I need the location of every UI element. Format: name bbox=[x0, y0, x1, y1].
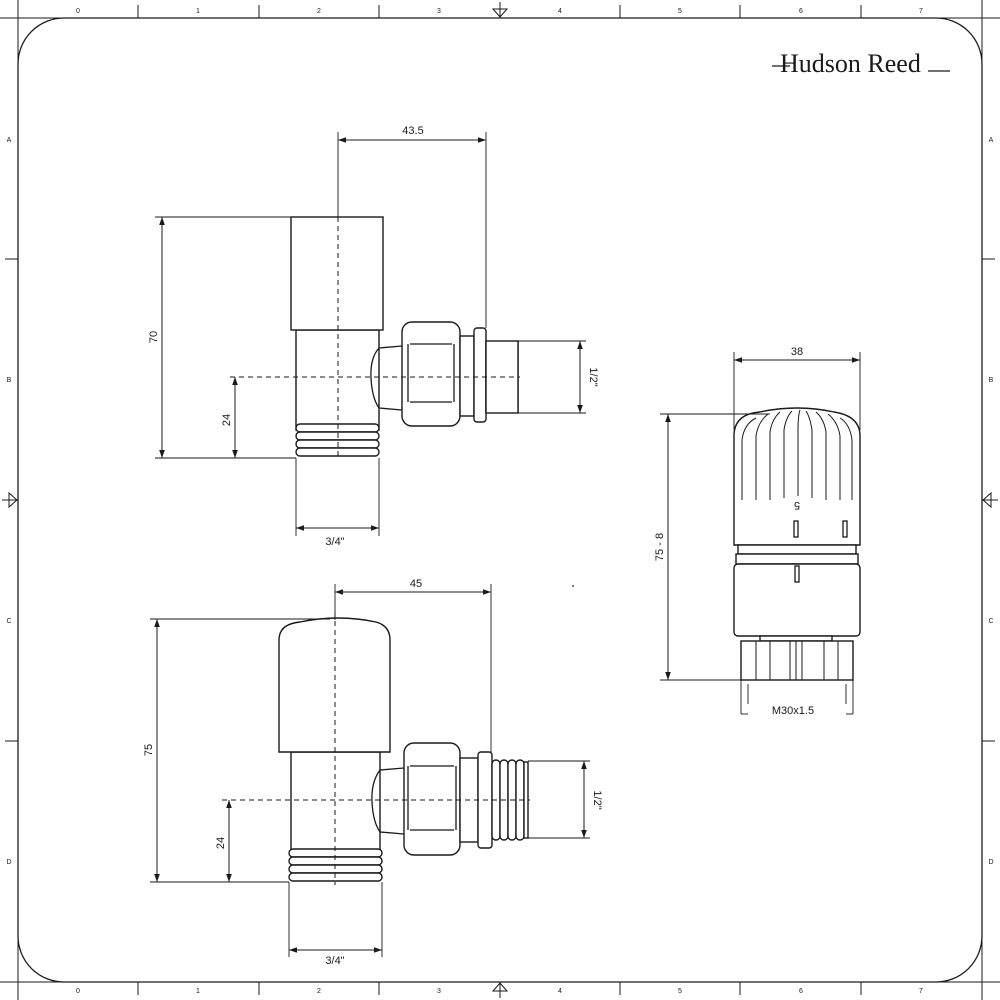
valve-top-collar bbox=[473, 327, 487, 423]
brand-name: Hudson Reed bbox=[780, 49, 921, 78]
thermostatic-head-ribs bbox=[741, 409, 853, 500]
row-label-b-right: B bbox=[989, 377, 994, 384]
valve-bottom bbox=[222, 612, 530, 885]
valve-top-inlet-label: 3/4" bbox=[325, 536, 344, 548]
head-width-label: 38 bbox=[791, 346, 803, 358]
valve-bottom-dimensions: 45 75 24 3/4" 1/2" bbox=[143, 578, 603, 967]
dial-indicator-right bbox=[842, 520, 848, 538]
col-label-4: 4 bbox=[558, 8, 562, 15]
col-label-1-bottom: 1 bbox=[196, 988, 200, 995]
valve-top-offset-label: 24 bbox=[221, 414, 233, 426]
brand-logo: Hudson Reed bbox=[772, 49, 950, 78]
valve-top-hex-nut bbox=[401, 321, 461, 427]
centre-mark-top bbox=[491, 2, 509, 18]
col-label-7: 7 bbox=[919, 8, 923, 15]
valve-bottom-offset-label: 24 bbox=[215, 837, 227, 849]
row-label-b: B bbox=[7, 377, 12, 384]
dial-indicator-left bbox=[793, 520, 799, 538]
valve-top-height-label: 70 bbox=[148, 331, 160, 343]
col-label-6: 6 bbox=[799, 8, 803, 15]
head-height-label: 75 - 8 bbox=[654, 533, 666, 561]
col-label-3-bottom: 3 bbox=[437, 988, 441, 995]
valve-bottom-outlet-label: 1/2" bbox=[591, 790, 603, 809]
head-thread-label: M30x1.5 bbox=[772, 705, 814, 717]
row-label-c-right: C bbox=[988, 618, 993, 625]
valve-bottom-hex-nut bbox=[403, 742, 461, 856]
col-label-4-bottom: 4 bbox=[558, 988, 562, 995]
row-label-a-right: A bbox=[989, 137, 994, 144]
valve-top-width-label: 43.5 bbox=[402, 125, 423, 137]
thermostatic-head-body bbox=[733, 563, 861, 637]
thermostatic-head-nut bbox=[740, 640, 854, 681]
col-label-2: 2 bbox=[317, 8, 321, 15]
col-label-0: 0 bbox=[76, 8, 80, 15]
col-label-7-bottom: 7 bbox=[919, 988, 923, 995]
valve-bottom-inlet-label: 3/4" bbox=[325, 955, 344, 967]
thermostatic-head: 5 bbox=[733, 407, 861, 681]
thermostatic-head-dome bbox=[733, 407, 861, 546]
valve-bottom-outlet bbox=[523, 761, 529, 839]
body-indicator bbox=[794, 565, 800, 583]
valve-bottom-width-label: 45 bbox=[410, 578, 422, 590]
col-label-0-bottom: 0 bbox=[76, 988, 80, 995]
row-label-d: D bbox=[6, 859, 11, 866]
valve-top-cap bbox=[290, 216, 384, 331]
valve-top-dimensions: 43.5 70 24 3/4" 1/2" bbox=[148, 125, 599, 548]
valve-bottom-height-label: 75 bbox=[143, 744, 155, 756]
valve-top-outlet-label: 1/2" bbox=[587, 367, 599, 386]
centre-mark-bottom bbox=[491, 982, 509, 998]
col-label-1: 1 bbox=[196, 8, 200, 15]
col-label-3: 3 bbox=[437, 8, 441, 15]
col-label-6-bottom: 6 bbox=[799, 988, 803, 995]
dial-mark-label: 5 bbox=[794, 499, 800, 511]
col-label-5: 5 bbox=[678, 8, 682, 15]
row-label-a: A bbox=[7, 137, 12, 144]
centre-mark-right bbox=[982, 491, 998, 509]
centre-mark-left bbox=[2, 491, 18, 509]
valve-top bbox=[230, 216, 520, 460]
col-label-5-bottom: 5 bbox=[678, 988, 682, 995]
row-label-c: C bbox=[6, 618, 11, 625]
stray-dot bbox=[572, 585, 574, 587]
col-label-2-bottom: 2 bbox=[317, 988, 321, 995]
thermostatic-head-dimensions: 38 75 - 8 M30x1.5 bbox=[654, 346, 861, 717]
row-label-d-right: D bbox=[988, 859, 993, 866]
